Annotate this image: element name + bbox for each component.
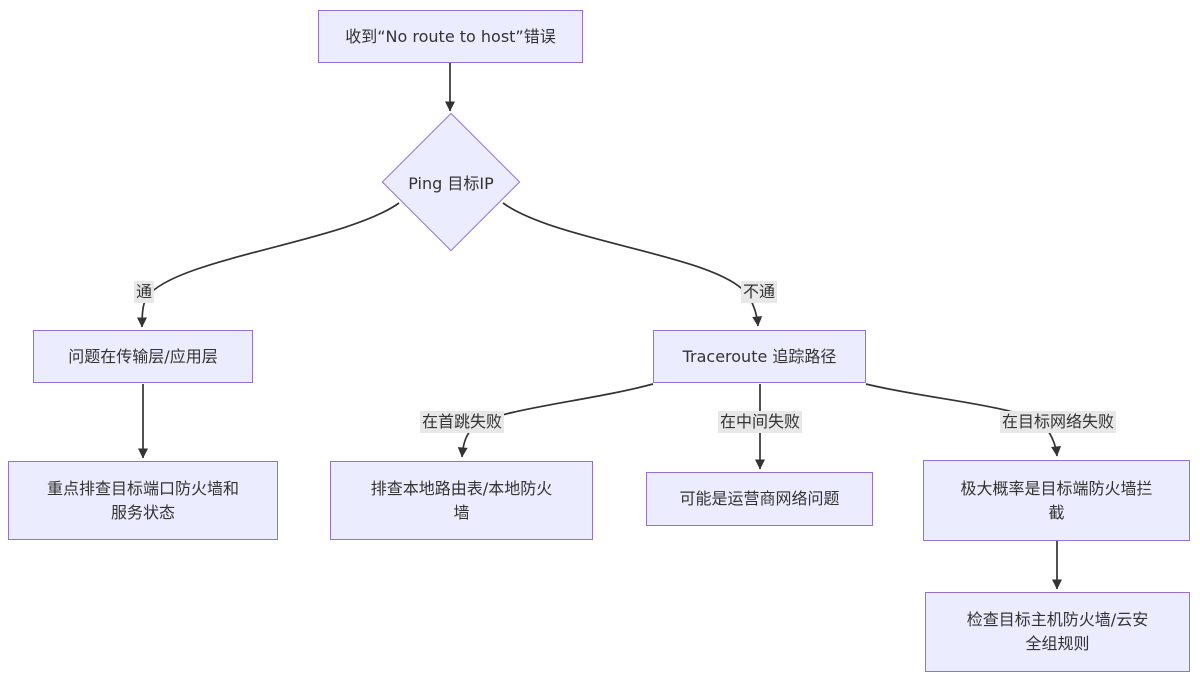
node-label: 排查本地路由表/本地防火墙 [370,478,553,522]
node-ping-target-ip: Ping 目标IP [381,112,521,252]
node-traceroute: Traceroute 追踪路径 [653,330,866,383]
node-label: 可能是运营商网络问题 [679,489,840,508]
node-isp-network-issue: 可能是运营商网络问题 [646,472,873,526]
node-check-target-port-firewall: 重点排查目标端口防火墙和服务状态 [8,461,278,540]
node-label: 极大概率是目标端防火墙拦截 [960,478,1153,522]
node-label: 重点排查目标端口防火墙和服务状态 [46,478,239,522]
edge-label-middle-fail: 在中间失败 [717,411,803,433]
node-check-local-route-firewall: 排查本地路由表/本地防火墙 [330,461,593,540]
node-error-received: 收到“No route to host”错误 [318,10,583,63]
edge-label-first-hop-fail: 在首跳失败 [419,411,505,433]
edge-ping-to-traceroute [502,202,763,327]
edge-label-ping-fail: 不通 [740,281,778,303]
node-label: 问题在传输层/应用层 [68,346,218,366]
node-transport-app-layer: 问题在传输层/应用层 [33,330,253,383]
edge-label-target-network-fail: 在目标网络失败 [999,411,1117,433]
edge-label-ping-ok: 通 [133,281,155,303]
node-label: Traceroute 追踪路径 [682,346,837,366]
node-target-firewall-block: 极大概率是目标端防火墙拦截 [923,460,1190,541]
edge-ping-to-transport [137,202,400,328]
node-check-host-firewall-rules: 检查目标主机防火墙/云安全组规则 [925,592,1190,672]
node-label: Ping 目标IP [408,174,494,193]
node-label: 收到“No route to host”错误 [345,26,556,46]
node-label: 检查目标主机防火墙/云安全组规则 [966,610,1149,653]
